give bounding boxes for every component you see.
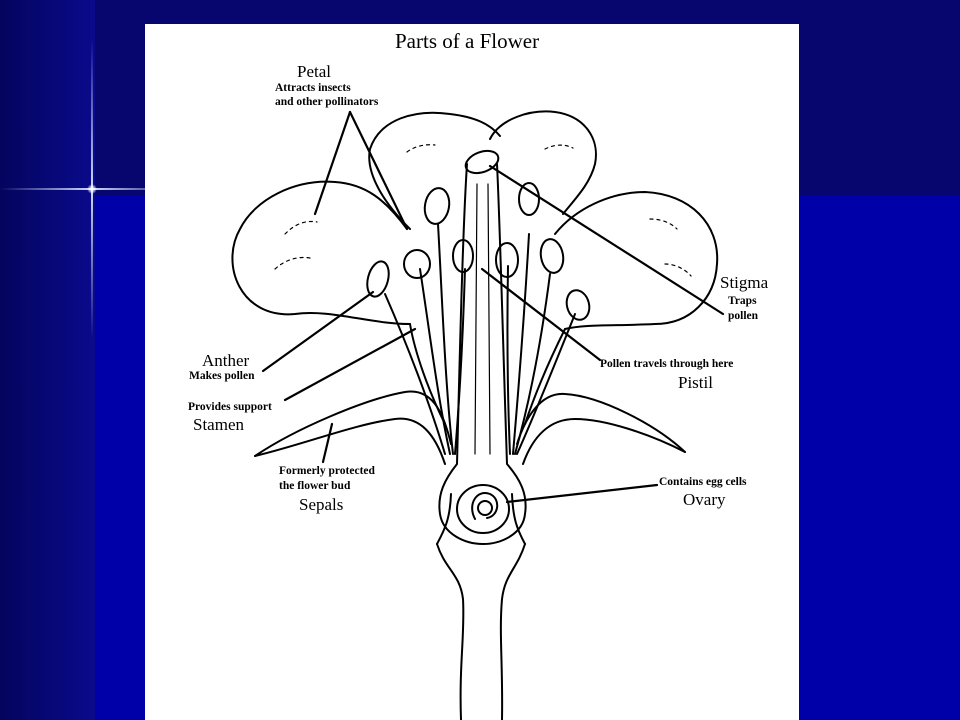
slide-left-strip (0, 0, 95, 720)
receptacle (436, 493, 526, 545)
petal-right (524, 191, 719, 425)
label-anther-desc: Makes pollen (189, 370, 255, 382)
leader-sepal (321, 422, 334, 464)
label-sepals-desc-1: Formerly protected (279, 465, 375, 477)
leader-stigma (488, 164, 725, 316)
leader-petal-back (348, 110, 409, 231)
leader-lines (261, 110, 725, 504)
leader-petal-left (313, 110, 352, 216)
label-ovary-desc: Contains egg cells (659, 476, 747, 488)
label-petal-desc-2: and other pollinators (275, 96, 379, 108)
label-filament-desc: Provides support (188, 401, 272, 413)
label-stamen: Stamen (193, 415, 244, 434)
label-petal-desc-1: Attracts insects (275, 82, 351, 94)
diagram-title: Parts of a Flower (395, 29, 540, 53)
label-petal: Petal (297, 62, 331, 81)
petal-back-left (368, 111, 501, 230)
leader-style (480, 267, 602, 362)
label-sepals-desc-2: the flower bud (279, 480, 351, 492)
sepal-right (516, 392, 686, 465)
label-pistil: Pistil (678, 373, 713, 392)
petal-back-right (489, 110, 597, 215)
label-ovary: Ovary (683, 490, 726, 509)
label-style-desc: Pollen travels through here (600, 358, 734, 370)
label-anther: Anther (202, 351, 250, 370)
label-stigma: Stigma (720, 273, 769, 292)
sepal-left (254, 390, 452, 465)
stamens (384, 223, 576, 455)
label-sepals: Sepals (299, 495, 344, 514)
flower-drawing (231, 110, 725, 720)
leader-anther (261, 290, 375, 373)
stem (436, 543, 526, 720)
petal-left (231, 180, 446, 425)
anthers (366, 182, 591, 321)
leader-filament (283, 327, 417, 402)
pistil (438, 149, 527, 545)
label-stigma-desc-1: Traps (728, 295, 757, 307)
ovule (456, 484, 510, 534)
diagram-sheet: Parts of a Flower Petal Attracts insects… (145, 24, 799, 720)
leader-ovary (505, 483, 659, 504)
label-stigma-desc-2: pollen (728, 310, 759, 322)
